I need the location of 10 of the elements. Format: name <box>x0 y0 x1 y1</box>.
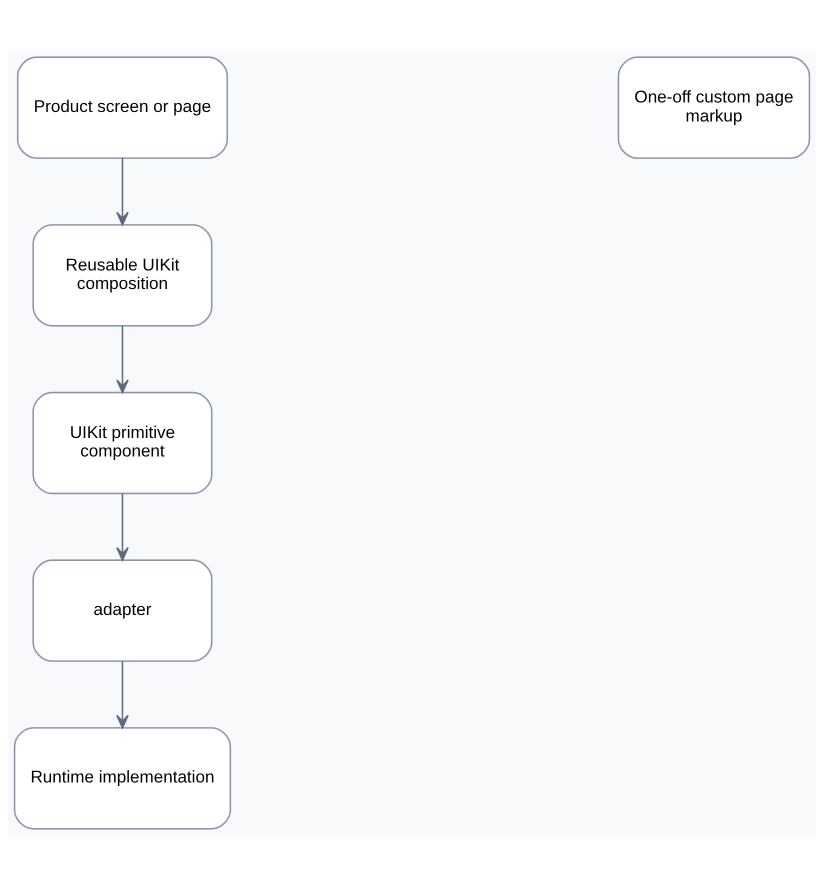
arrow <box>116 326 129 394</box>
node-box: Product screen or page <box>16 56 228 159</box>
arrow <box>116 493 129 561</box>
node-box: Reusable UIKit composition <box>32 224 212 327</box>
node-box: Runtime implementation <box>14 727 232 830</box>
node-box: One-off custom page markup <box>618 56 810 159</box>
node-box: adapter <box>32 559 212 662</box>
arrow <box>116 661 129 729</box>
node-box: UIKit primitive component <box>32 392 212 494</box>
arrow <box>116 158 129 226</box>
